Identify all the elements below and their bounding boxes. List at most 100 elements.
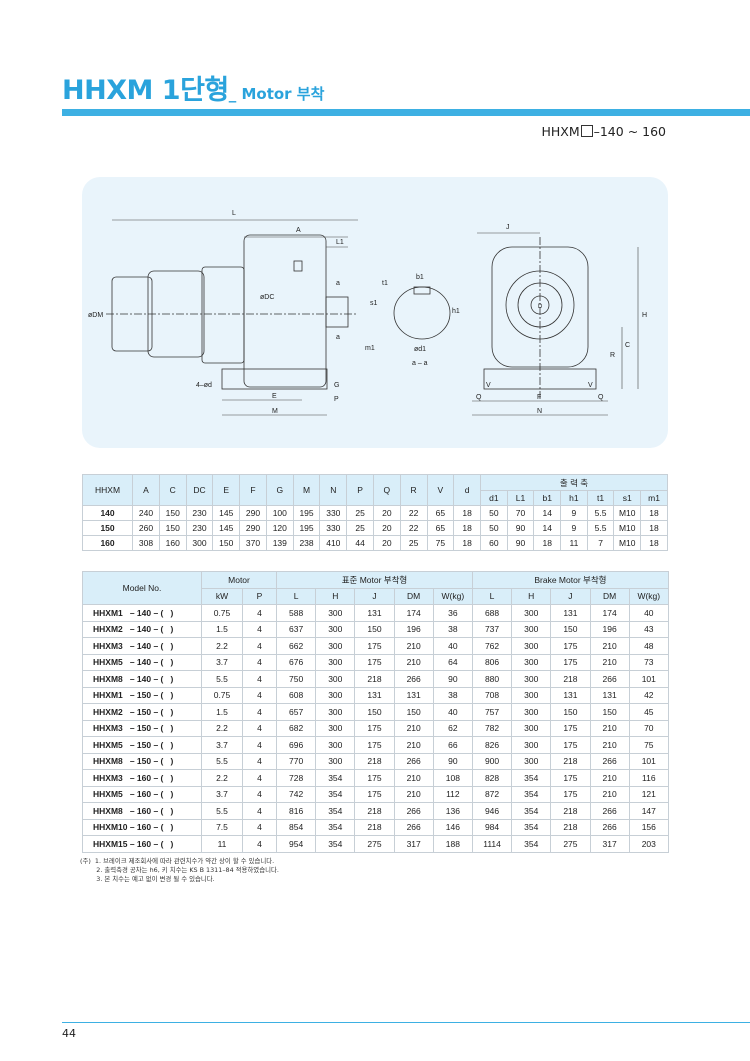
- p-cell: 4: [241, 653, 278, 671]
- model-no: HHXM3 – 150 – ( ): [82, 719, 202, 737]
- notes: (주) 1. 브레이크 제조회사에 따라 관련치수가 약간 상이 할 수 있습니…: [80, 857, 279, 884]
- out-cell: 90: [506, 535, 535, 551]
- out-col-header: t1: [586, 490, 615, 506]
- kw-cell: 1.5: [201, 620, 243, 638]
- brake-cell: 828: [471, 769, 513, 787]
- p-cell: 4: [241, 736, 278, 754]
- dim-Q-right: Q: [598, 394, 604, 401]
- brake-cell: 101: [628, 670, 669, 688]
- note-line: (주) 1. 브레이크 제조회사에 따라 관련치수가 약간 상이 할 수 있습니…: [80, 857, 275, 865]
- brake-cell: 880: [471, 670, 513, 688]
- out-cell: 60: [480, 535, 508, 551]
- std-cell: 210: [393, 719, 434, 737]
- brake-cell: 300: [511, 703, 552, 721]
- brake-cell: 300: [511, 620, 552, 638]
- dim-cell: 20: [372, 535, 401, 551]
- brake-cell: 203: [628, 835, 669, 853]
- brake-cell: 150: [589, 703, 630, 721]
- std-cell: 188: [432, 835, 473, 853]
- model-header: Model No.: [82, 571, 202, 605]
- std-cell: 131: [354, 686, 395, 704]
- out-cell: 5.5: [586, 505, 615, 521]
- brake-cell: 150: [550, 703, 591, 721]
- dim-cell: 20: [372, 505, 401, 521]
- std-cell: 64: [432, 653, 473, 671]
- p-cell: 4: [241, 719, 278, 737]
- dim-od1: ød1: [414, 346, 426, 353]
- brake-motor-header: Brake Motor 부착형: [471, 571, 669, 589]
- model-no: HHXM1 – 140 – ( ): [82, 604, 202, 622]
- dim-Q-left: Q: [476, 394, 482, 401]
- motor-flange: [201, 266, 245, 364]
- dim-col-header: R: [399, 474, 428, 506]
- dim-t1: t1: [382, 280, 388, 287]
- brake-cell: 354: [511, 835, 552, 853]
- brake-cell: 275: [550, 835, 591, 853]
- dim-col-header: V: [426, 474, 455, 506]
- std-cell: 218: [354, 818, 395, 836]
- brake-cell: 174: [589, 604, 630, 622]
- brake-cell: 48: [628, 637, 669, 655]
- technical-drawing-panel: L A L1 J b1 t1 s1 h1 m1 ød1 a – a a a øD…: [82, 177, 668, 448]
- std-cell: 131: [393, 686, 434, 704]
- dim-E: E: [272, 393, 277, 400]
- std-cell: 300: [315, 703, 356, 721]
- dim-cell: 145: [212, 505, 241, 521]
- std-cell: 637: [276, 620, 317, 638]
- brake-cell: 131: [589, 686, 630, 704]
- brake-cell: 354: [511, 818, 552, 836]
- std-cell: 36: [432, 604, 473, 622]
- std-cell: 728: [276, 769, 317, 787]
- dim-cell: 410: [319, 535, 348, 551]
- std-cell: 218: [354, 670, 395, 688]
- dim-cell: 150: [212, 535, 241, 551]
- dim-cell: 75: [426, 535, 455, 551]
- std-cell: 174: [393, 604, 434, 622]
- dim-col-header: P: [346, 474, 374, 506]
- title-main: HHXM 1단형: [62, 75, 229, 106]
- dim-cell: 145: [212, 520, 241, 536]
- brake-cell: 354: [511, 802, 552, 820]
- brake-cell: 806: [471, 653, 513, 671]
- brake-sub-header: H: [511, 587, 552, 605]
- std-cell: 175: [354, 736, 395, 754]
- brake-cell: 175: [550, 719, 591, 737]
- dim-L1: L1: [336, 239, 344, 246]
- kw-cell: 2.2: [201, 719, 243, 737]
- dim-cell: 18: [453, 505, 482, 521]
- dim-col-header: A: [132, 474, 160, 506]
- kw-cell: 5.5: [201, 752, 243, 770]
- brake-cell: 266: [589, 802, 630, 820]
- kw-cell: 0.75: [201, 604, 243, 622]
- std-cell: 40: [432, 703, 473, 721]
- output-shaft-header: 출 력 축: [480, 474, 668, 491]
- std-cell: 210: [393, 736, 434, 754]
- dim-L: L: [232, 210, 236, 217]
- dim-oDC: øDC: [260, 294, 274, 301]
- brake-cell: 175: [550, 769, 591, 787]
- std-cell: 266: [393, 670, 434, 688]
- std-cell: 317: [393, 835, 434, 853]
- dim-a-top: a: [336, 280, 340, 287]
- brake-cell: 782: [471, 719, 513, 737]
- out-col-header: d1: [480, 490, 508, 506]
- out-cell: 50: [480, 520, 508, 536]
- std-cell: 38: [432, 686, 473, 704]
- dim-corner-header: HHXM: [81, 474, 134, 506]
- dim-cell: 370: [239, 535, 267, 551]
- dim-cell: 25: [346, 505, 374, 521]
- dim-cell: 44: [346, 535, 374, 551]
- p-cell: 4: [241, 670, 278, 688]
- out-col-header: L1: [506, 490, 535, 506]
- out-cell: 14: [533, 520, 562, 536]
- model-no: HHXM2 – 140 – ( ): [82, 620, 202, 638]
- dim-cell: 330: [319, 520, 348, 536]
- dim-col-header: DC: [185, 474, 214, 506]
- brake-cell: 300: [511, 637, 552, 655]
- std-cell: 742: [276, 785, 317, 803]
- model-no: HHXM8 – 160 – ( ): [82, 802, 202, 820]
